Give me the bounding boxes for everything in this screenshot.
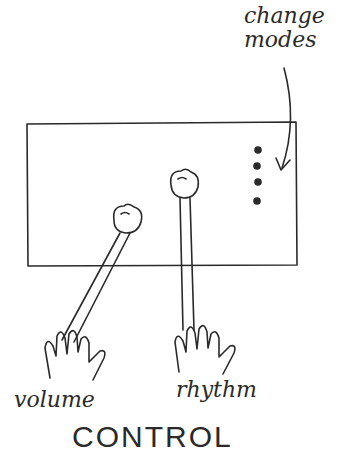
knob-detail bbox=[178, 178, 186, 180]
mode-button bbox=[255, 147, 261, 153]
joystick-knob bbox=[171, 169, 199, 198]
joystick-stick bbox=[62, 233, 130, 342]
mode-buttons bbox=[254, 147, 261, 204]
joystick-stick bbox=[180, 198, 194, 330]
hand bbox=[45, 331, 105, 380]
handwritten-label: rhythm bbox=[176, 378, 286, 402]
leader-line bbox=[282, 68, 291, 168]
mode-button bbox=[254, 198, 260, 204]
handwritten-label: change modes bbox=[244, 4, 334, 52]
arrow-head bbox=[276, 158, 290, 170]
device-box bbox=[27, 122, 297, 266]
mode-button bbox=[255, 179, 261, 185]
joystick-knob bbox=[114, 204, 142, 233]
handwritten-label: CONTROL bbox=[72, 420, 292, 453]
handwritten-label: volume bbox=[14, 388, 124, 412]
knob-detail bbox=[121, 213, 129, 215]
mode-button bbox=[254, 163, 260, 169]
hand bbox=[175, 326, 235, 374]
